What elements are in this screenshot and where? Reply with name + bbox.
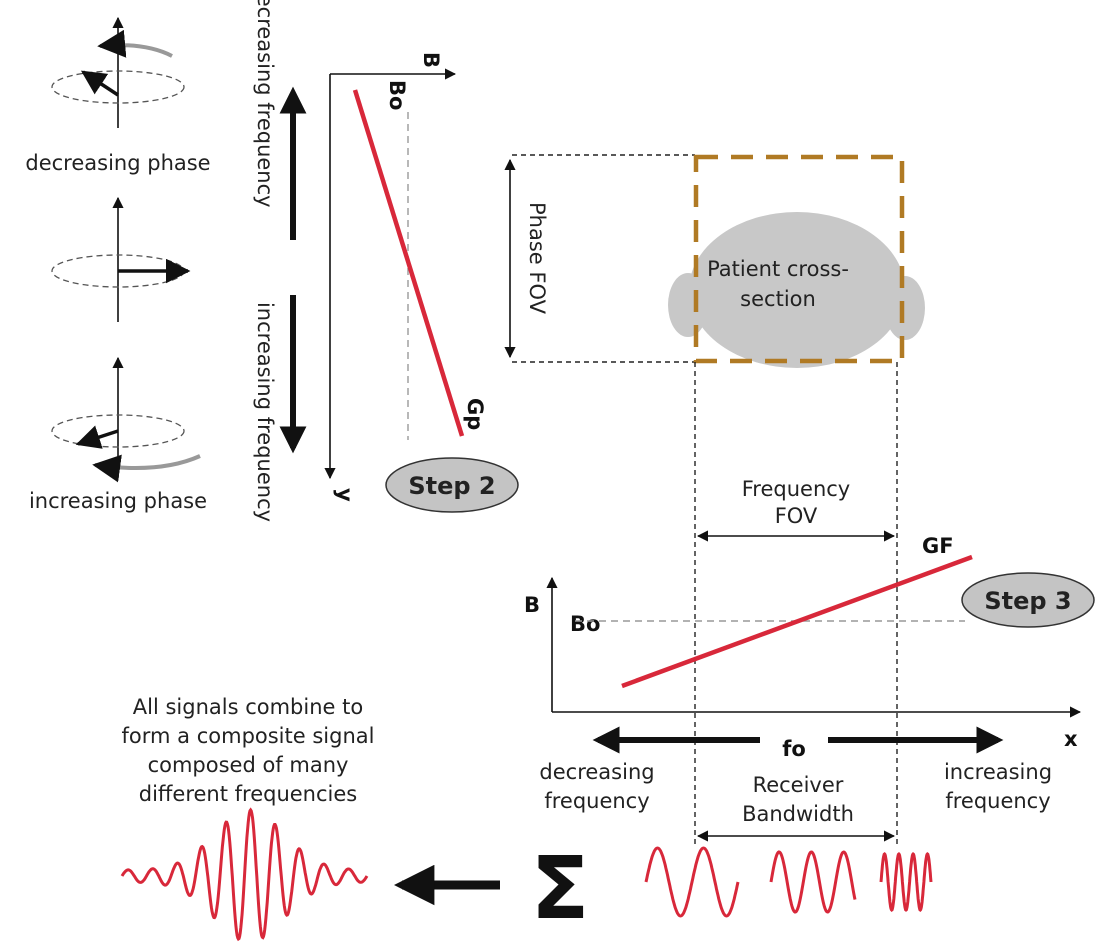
decreasing-frequency-line1: decreasing xyxy=(539,760,654,784)
phase-b-axis-label: B xyxy=(419,52,443,68)
rotation-arrow-icon xyxy=(97,29,173,58)
decreasing-frequency-line2: frequency xyxy=(544,789,649,813)
composite-text-line1: All signals combine to xyxy=(133,695,363,719)
phase-fov-guides: Phase FOV xyxy=(504,154,695,363)
sine-wave-icon xyxy=(879,852,933,912)
frequency-gradient-line xyxy=(621,554,973,689)
step3-label: Step 3 xyxy=(984,587,1071,615)
patient-label-line1: Patient cross- xyxy=(707,257,849,281)
center-frequency-label: fo xyxy=(782,737,806,761)
step2-badge: Step 2 xyxy=(385,457,519,513)
sigma-icon: Σ xyxy=(531,839,590,939)
receiver-bandwidth-line2: Bandwidth xyxy=(742,802,854,826)
step2-label: Step 2 xyxy=(408,472,495,500)
spin-phase-decreasing: decreasing phase xyxy=(25,16,211,175)
increasing-frequency-line1: increasing xyxy=(944,760,1052,784)
phase-y-axis-label: y xyxy=(333,488,357,502)
patient-cross-section: Patient cross- section xyxy=(668,212,925,368)
frequency-x-axis-label: x xyxy=(1064,727,1078,751)
gradient-phase-label: Gp xyxy=(463,398,487,430)
increasing-frequency-line2: frequency xyxy=(945,789,1050,813)
decreasing-frequency-vertical-label: decreasing frequency xyxy=(253,0,277,208)
frequency-gradient-plot: B Bo x GF xyxy=(524,534,1082,751)
spin-vector-icon xyxy=(80,70,119,97)
precession-orbit xyxy=(51,70,185,104)
sine-wave-icon xyxy=(769,850,857,914)
decreasing-phase-label: decreasing phase xyxy=(25,151,210,175)
frequency-fov-label-line1: Frequency xyxy=(742,477,851,501)
step3-badge: Step 3 xyxy=(961,572,1095,628)
spin-phase-zero xyxy=(51,196,191,322)
fov-box xyxy=(693,154,905,364)
rotation-arrow-icon xyxy=(92,454,201,483)
sine-wave-icon xyxy=(644,846,740,918)
gradient-frequency-label: GF xyxy=(922,534,954,558)
spin-vector-icon xyxy=(75,425,119,449)
spin-phase-increasing: increasing phase xyxy=(29,356,207,513)
composite-text-line3: composed of many xyxy=(148,753,349,777)
increasing-phase-label: increasing phase xyxy=(29,489,207,513)
patient-body xyxy=(689,212,905,368)
receiver-bandwidth-line1: Receiver xyxy=(753,773,844,797)
increasing-frequency-vertical-label: increasing frequency xyxy=(253,302,277,522)
phase-gradient-line xyxy=(352,89,465,437)
composite-text-line2: form a composite signal xyxy=(122,724,375,748)
frequency-b-axis-label: B xyxy=(524,593,540,617)
precession-orbit xyxy=(51,414,185,448)
patient-label-line2: section xyxy=(740,287,816,311)
phase-fov-label: Phase FOV xyxy=(525,202,549,315)
composite-signal-wave xyxy=(120,807,369,942)
composite-text-line4: different frequencies xyxy=(139,782,357,806)
phase-gradient-plot: B Bo y Gp xyxy=(324,52,487,502)
frequency-fov-label-line2: FOV xyxy=(775,504,818,528)
phase-b0-label: Bo xyxy=(385,80,409,110)
frequency-b0-label: Bo xyxy=(570,612,600,636)
